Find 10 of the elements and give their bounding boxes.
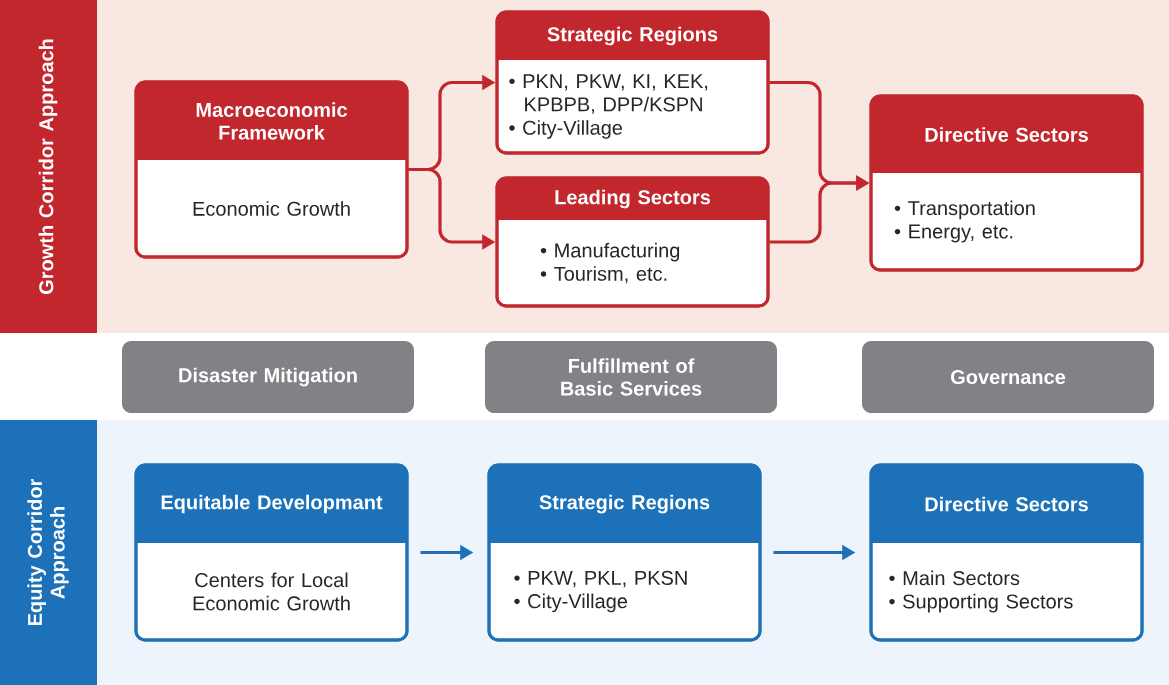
card: Strategic Regions • PKW, PKL, PKSN • City-Village	[487, 463, 762, 642]
card: Leading Sectors • Manufacturing • Tourism, etc.	[495, 176, 770, 308]
theme-box: Disaster Mitigation	[122, 341, 414, 413]
theme-box: Governance	[862, 341, 1154, 413]
card: Directive Sectors • Main Sectors • Supporting Sectors	[869, 463, 1144, 642]
theme-box: Fulfillment of Basic Services	[485, 341, 777, 413]
card: Strategic Regions • PKN, PKW, KI, KEK, KPBPB, DPP/KSPN • City-Village	[495, 10, 770, 155]
card: Equitable Developmant Centers for Local Economic Growth	[134, 463, 409, 642]
card: Directive Sectors • Transportation • Energy, etc.	[869, 94, 1144, 272]
card: Macroeconomic Framework Economic Growth	[134, 80, 409, 259]
